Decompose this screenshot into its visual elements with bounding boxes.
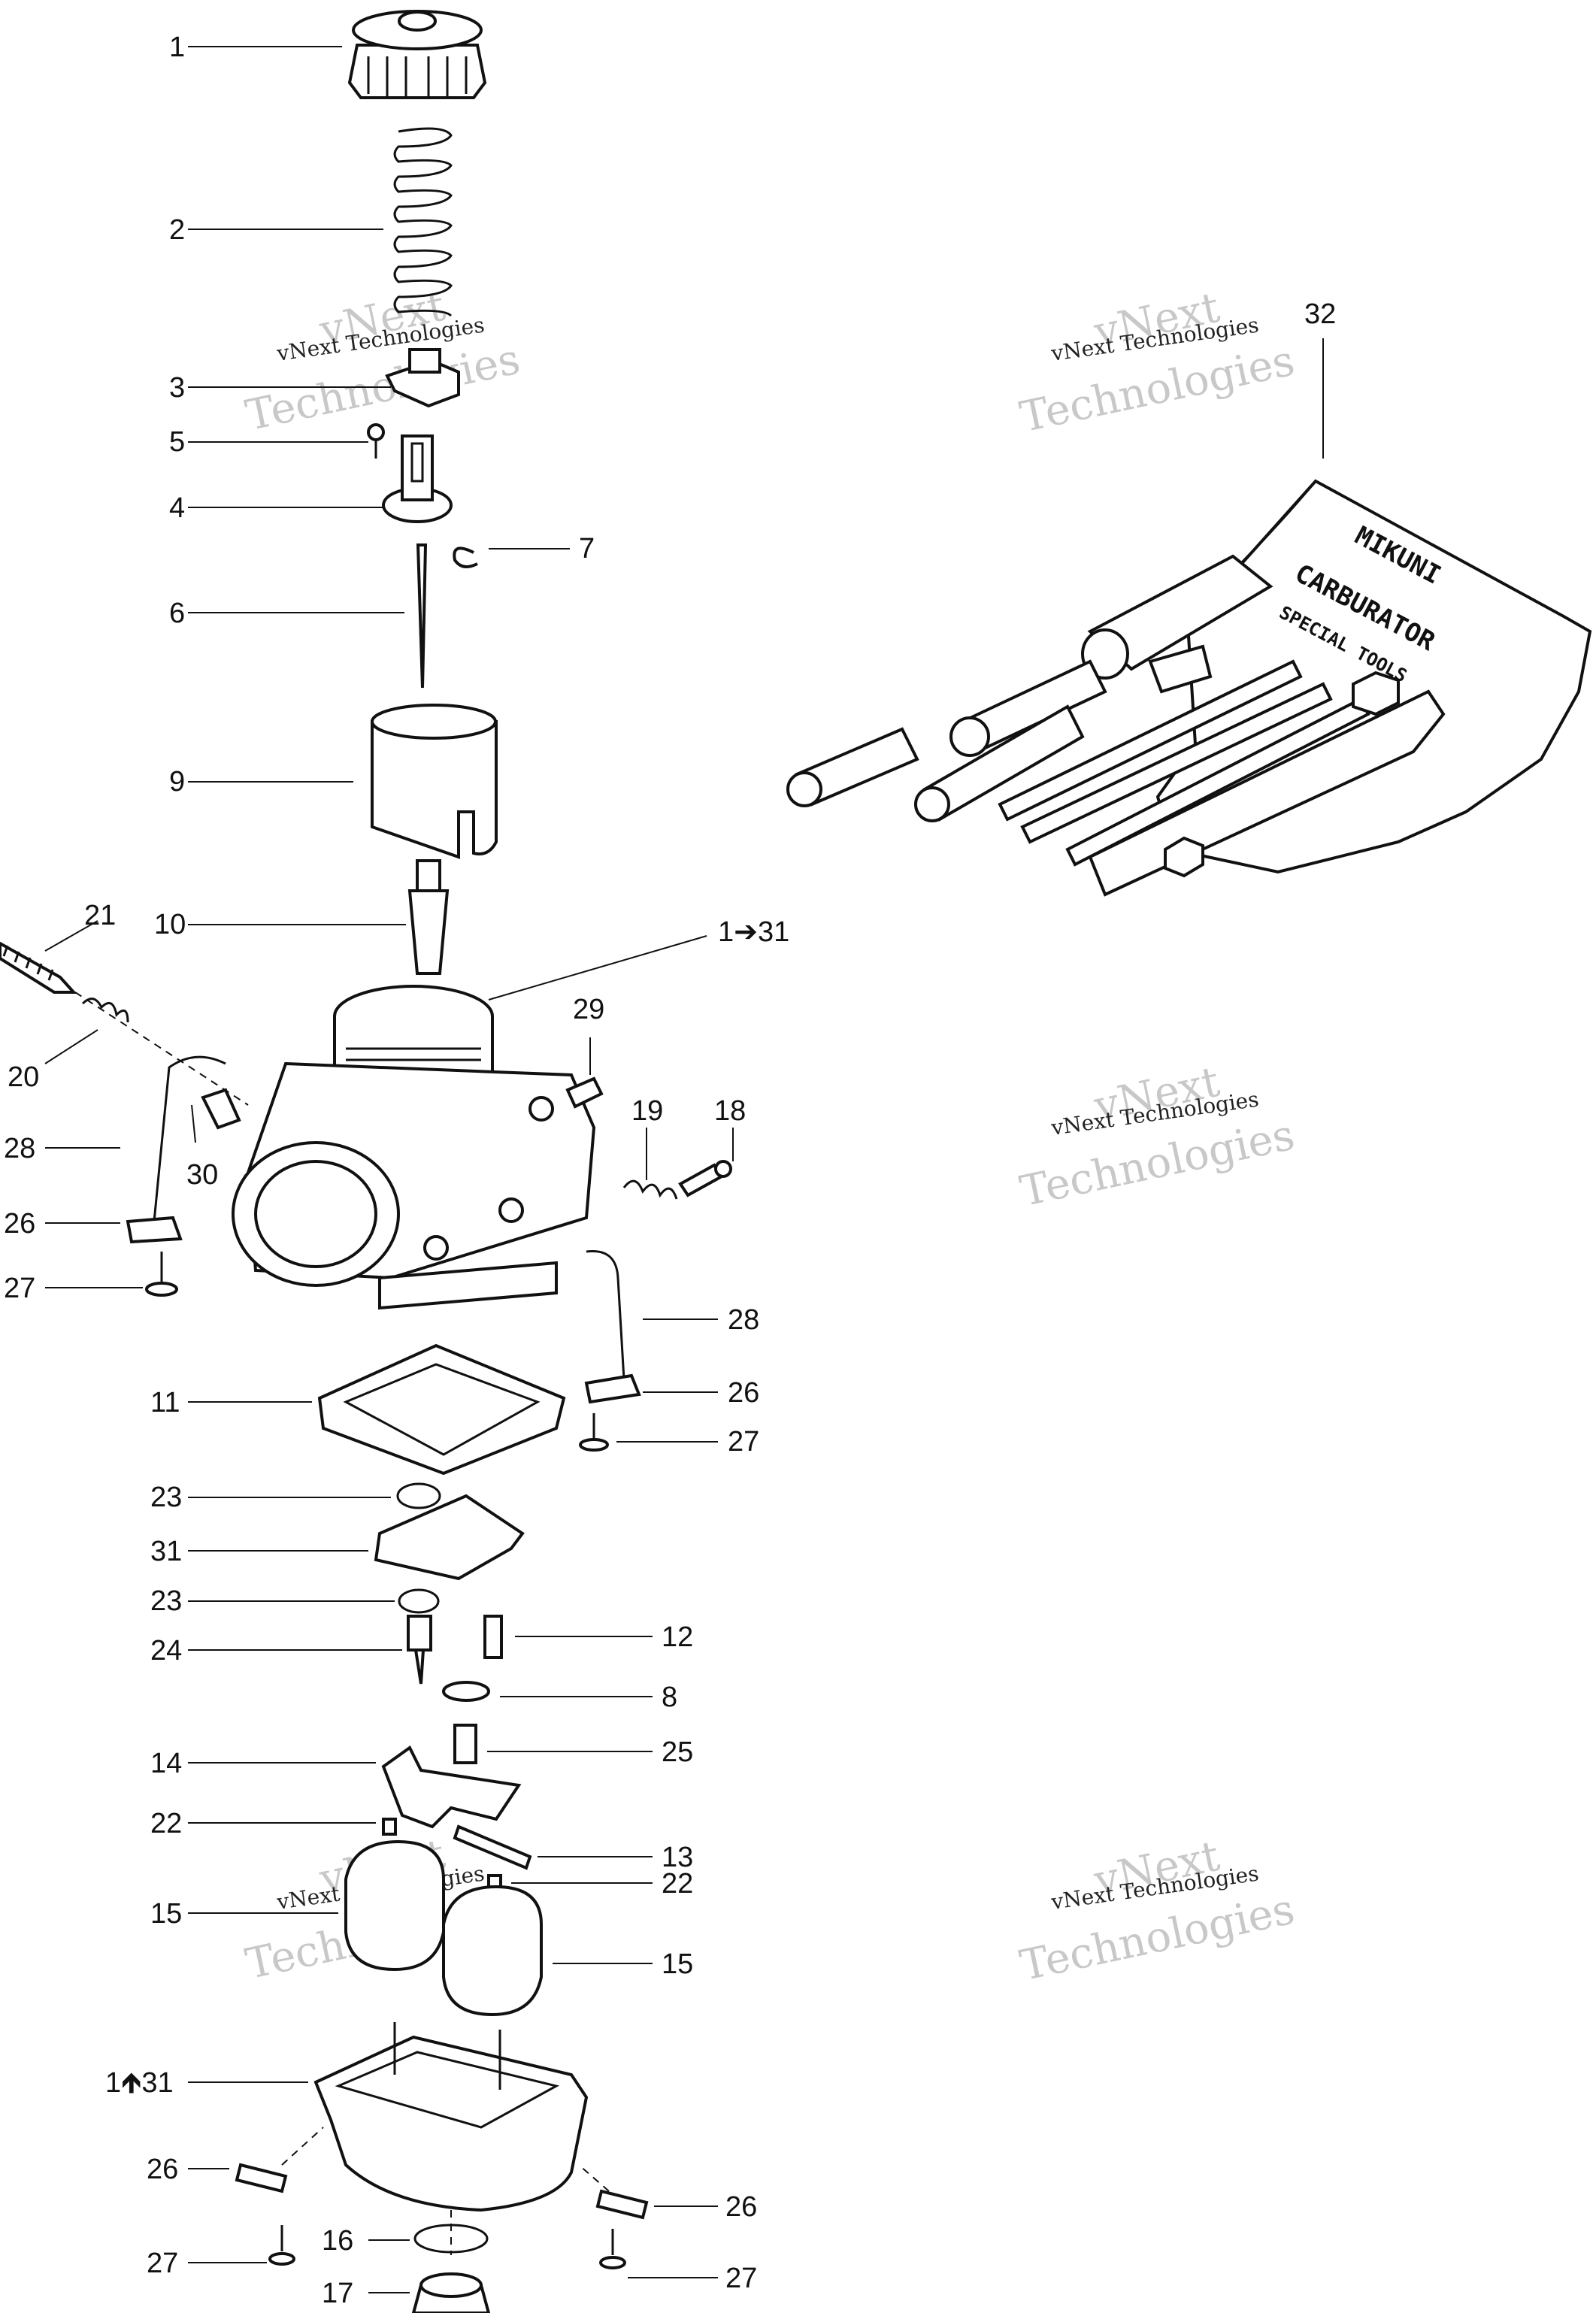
part-27-screw-right bbox=[579, 1413, 609, 1452]
part-18-throttle-stop-screw bbox=[678, 1160, 732, 1197]
part-3-needle-plate bbox=[385, 348, 460, 408]
part-27-screw-left bbox=[145, 1252, 178, 1297]
callout-13: 13 bbox=[662, 1842, 693, 1873]
callout-19: 19 bbox=[631, 1095, 663, 1127]
part-28-vent-hose-left bbox=[153, 1055, 226, 1222]
callout-25: 25 bbox=[662, 1736, 693, 1768]
callout-15-left: 15 bbox=[150, 1898, 182, 1930]
callout-9: 9 bbox=[169, 766, 185, 798]
leader-lines bbox=[44, 46, 1324, 2293]
callout-6: 6 bbox=[169, 598, 185, 629]
callout-21: 21 bbox=[84, 900, 116, 931]
alignment-line-idle-screw bbox=[74, 992, 249, 1106]
part-8-washer bbox=[442, 1681, 490, 1702]
callout-28-left: 28 bbox=[4, 1133, 35, 1164]
part-22-pin-left bbox=[382, 1818, 397, 1836]
callout-17: 17 bbox=[322, 2278, 353, 2309]
callout-24: 24 bbox=[150, 1635, 182, 1667]
watermark-top-right: vNext Technologies bbox=[1016, 283, 1298, 443]
callout-1: 1 bbox=[169, 32, 185, 63]
part-27-screw-bottom-left bbox=[268, 2225, 295, 2266]
callout-23-upper: 23 bbox=[150, 1482, 182, 1513]
callout-10: 10 bbox=[154, 909, 186, 940]
callout-23-lower: 23 bbox=[150, 1585, 182, 1617]
callout-4: 4 bbox=[169, 492, 185, 524]
part-21-idle-screw bbox=[0, 941, 77, 994]
callout-26-bottom-left: 26 bbox=[147, 2154, 178, 2185]
callout-27-bottom-left: 27 bbox=[147, 2248, 178, 2279]
part-13-float-pin bbox=[453, 1824, 532, 1870]
part-24-needle-jet bbox=[407, 1615, 432, 1685]
part-23-o-ring-upper bbox=[396, 1482, 441, 1509]
callout-32: 32 bbox=[1304, 298, 1336, 330]
part-29-pilot-air-jet bbox=[565, 1076, 604, 1109]
callout-26-left: 26 bbox=[4, 1208, 35, 1240]
part-15-float-left bbox=[344, 1839, 445, 1972]
part-11-float-chamber-gasket bbox=[317, 1343, 566, 1476]
part-25-main-jet bbox=[453, 1724, 477, 1764]
part-2-spring bbox=[393, 127, 453, 317]
part-12-pilot-jet bbox=[483, 1615, 503, 1659]
callout-28-right: 28 bbox=[728, 1304, 759, 1336]
float-chamber-bowl bbox=[313, 2022, 589, 2212]
callout-27-left: 27 bbox=[4, 1273, 35, 1304]
callout-12: 12 bbox=[662, 1621, 693, 1653]
part-1-mixing-chamber-cap bbox=[347, 10, 487, 99]
callout-29: 29 bbox=[573, 994, 604, 1025]
watermark-mid-right: vNext Technologies bbox=[1016, 1058, 1298, 1217]
callout-22-left: 22 bbox=[150, 1808, 182, 1839]
part-17-drain-plug bbox=[411, 2272, 491, 2313]
part-20-idle-spring bbox=[81, 998, 129, 1023]
callout-26-bottom-right: 26 bbox=[725, 2191, 757, 2223]
part-30-cap bbox=[201, 1088, 241, 1130]
callout-18: 18 bbox=[714, 1095, 746, 1127]
part-5-screw bbox=[367, 423, 385, 459]
part-31-baffle-plate bbox=[374, 1494, 525, 1581]
part-6-jet-needle bbox=[416, 543, 428, 689]
callout-2: 2 bbox=[169, 214, 185, 246]
part-32-special-tools-kit: MIKUNI CARBURATOR SPECIAL TOOLS bbox=[786, 479, 1592, 897]
callout-8: 8 bbox=[662, 1682, 677, 1713]
watermark-bottom-right: vNext Technologies bbox=[1016, 1832, 1298, 1991]
part-26-bracket-bottom-right bbox=[595, 2189, 649, 2220]
callout-14: 14 bbox=[150, 1748, 182, 1779]
callout-30: 30 bbox=[186, 1159, 218, 1191]
callout-27-bottom-right: 27 bbox=[725, 2263, 757, 2294]
part-28-vent-hose-right bbox=[586, 1249, 625, 1380]
callout-16: 16 bbox=[322, 2225, 353, 2257]
part-7-e-clip bbox=[453, 546, 478, 568]
part-26-bracket-bottom-left bbox=[235, 2163, 288, 2193]
part-4-needle-holder bbox=[382, 434, 453, 523]
alignment-line-bowl-left bbox=[281, 2127, 324, 2166]
part-10-starter-plunger bbox=[407, 859, 450, 975]
callout-3: 3 bbox=[169, 372, 185, 404]
callout-1-to-31-bottom: 1🡹31 bbox=[105, 2067, 174, 2099]
callout-27-right: 27 bbox=[728, 1426, 759, 1458]
callout-26-right: 26 bbox=[728, 1377, 759, 1409]
watermark-top-left: vNext Technologies bbox=[241, 282, 524, 441]
callout-31: 31 bbox=[150, 1536, 182, 1567]
part-26-bracket-left bbox=[126, 1216, 183, 1244]
part-19-throttle-spring bbox=[622, 1179, 678, 1200]
callout-22-right: 22 bbox=[662, 1868, 693, 1900]
part-15-float-right bbox=[442, 1885, 543, 2017]
part-9-throttle-slide bbox=[371, 704, 498, 859]
alignment-line-bowl-right bbox=[578, 2164, 610, 2192]
part-23-o-ring-lower bbox=[398, 1588, 440, 1614]
part-14-float-arm bbox=[381, 1745, 522, 1829]
main-carburetor-body bbox=[232, 985, 596, 1310]
callout-5: 5 bbox=[169, 426, 185, 458]
callout-11: 11 bbox=[150, 1387, 180, 1418]
callout-7: 7 bbox=[579, 533, 595, 565]
part-27-screw-bottom-right bbox=[599, 2229, 626, 2269]
part-26-bracket-right bbox=[584, 1373, 641, 1404]
callout-1-to-31-top: 1➔31 bbox=[718, 916, 789, 948]
callout-15-right: 15 bbox=[662, 1948, 693, 1980]
callout-20: 20 bbox=[8, 1061, 39, 1093]
